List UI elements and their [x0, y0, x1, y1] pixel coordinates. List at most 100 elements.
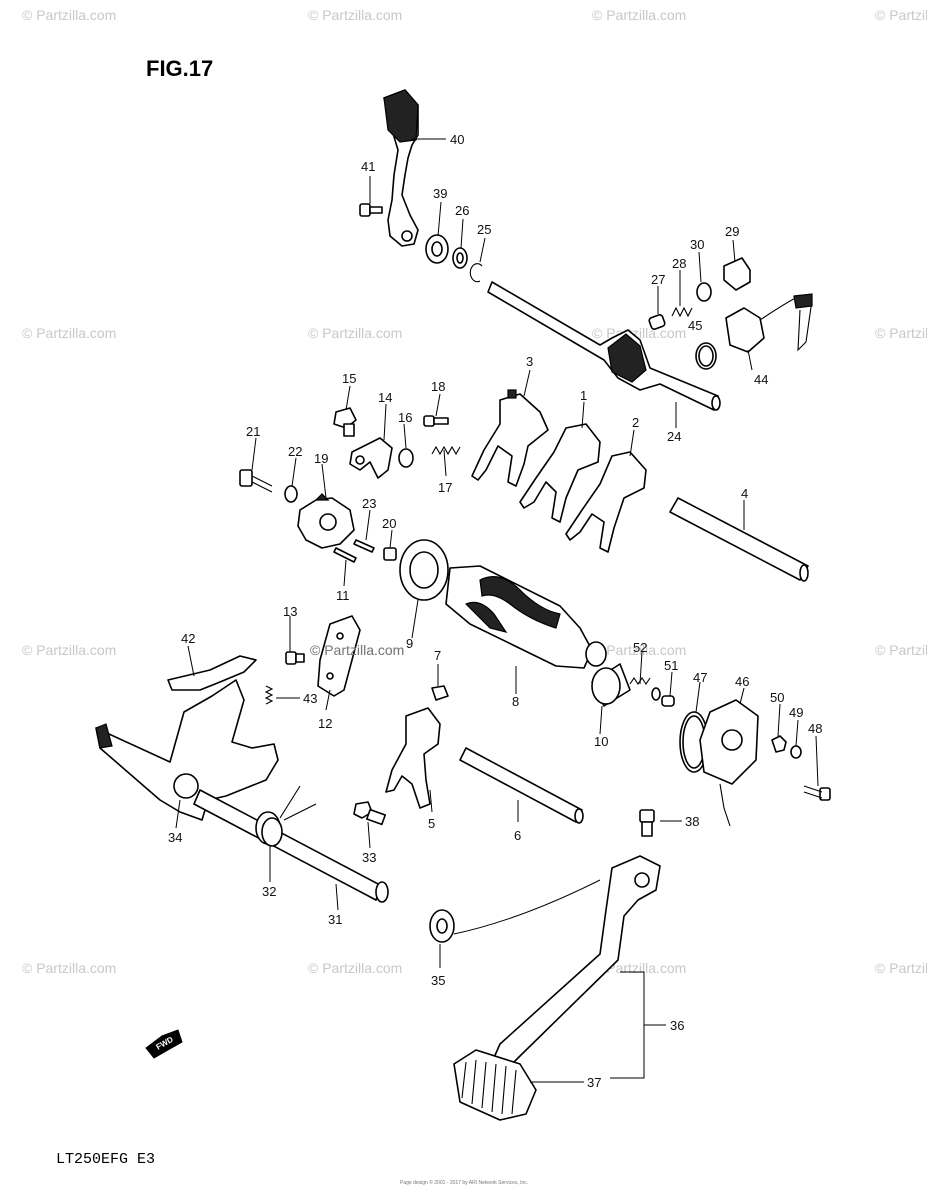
part-39-bearing: [425, 234, 449, 264]
part-27-plunger: [648, 314, 666, 330]
watermark: © Partzilla.com: [310, 642, 404, 658]
part-26-washer: [452, 247, 468, 269]
callout-5: 5: [428, 816, 435, 831]
part-14-stopper: [349, 437, 393, 479]
watermark: © Partzilla.com: [592, 960, 686, 976]
callout-45: 45: [688, 318, 702, 333]
part-32-spring: [255, 785, 317, 847]
part-21-bolt: [239, 469, 273, 493]
part-29-plug: [723, 257, 751, 291]
part-19-star-cam: [297, 493, 355, 549]
part-42-lever: [167, 655, 257, 691]
callout-51: 51: [664, 658, 678, 673]
part-4-fork-shaft: [669, 497, 809, 582]
part-43-spring: [264, 685, 274, 705]
callout-36: 36: [670, 1018, 684, 1033]
callout-1: 1: [580, 388, 587, 403]
watermark: © Partzilla.com: [875, 7, 927, 23]
callout-35: 35: [431, 973, 445, 988]
callout-17: 17: [438, 480, 452, 495]
callout-16: 16: [398, 410, 412, 425]
watermark: © Partzilla.com: [875, 960, 927, 976]
part-18-bolt: [423, 415, 449, 427]
part-22-washer: [284, 485, 298, 503]
part-5-shift-fork: [385, 707, 441, 809]
watermark: © Partzilla.com: [875, 642, 927, 658]
callout-33: 33: [362, 850, 376, 865]
part-11-pin: [333, 547, 357, 563]
part-50-nut: [771, 735, 787, 753]
callout-6: 6: [514, 828, 521, 843]
watermark: © Partzilla.com: [592, 7, 686, 23]
callout-numbers: 1 2 3 4 5 6 7 8 9 10 11 12 13 14 15 16 1…: [168, 132, 822, 1090]
callout-30: 30: [690, 237, 704, 252]
fwd-arrow-icon: FWD: [145, 1029, 183, 1059]
callout-28: 28: [672, 256, 686, 271]
watermark: © Partzilla.com: [22, 7, 116, 23]
callout-42: 42: [181, 631, 195, 646]
part-12-plate: [317, 615, 361, 697]
part-37-pedal-rubber: [453, 1049, 537, 1121]
callout-44: 44: [754, 372, 768, 387]
part-45-o-ring: [695, 342, 717, 370]
part-16-washer: [398, 448, 414, 468]
part-17-spring: [431, 445, 461, 456]
callout-4: 4: [741, 486, 748, 501]
callout-25: 25: [477, 222, 491, 237]
callout-20: 20: [382, 516, 396, 531]
part-33-bolt: [353, 801, 387, 826]
part-9-bearing: [399, 539, 449, 601]
part-1-shift-fork: [519, 423, 601, 523]
callout-15: 15: [342, 371, 356, 386]
callout-41: 41: [361, 159, 375, 174]
callout-24: 24: [667, 429, 681, 444]
part-35-bushing: [429, 909, 455, 943]
part-10-bearing: [591, 663, 631, 707]
callout-39: 39: [433, 186, 447, 201]
callout-23: 23: [362, 496, 376, 511]
part-49-washer: [790, 745, 802, 759]
figure-title: FIG.17: [146, 56, 213, 81]
part-24-shaft: [487, 281, 721, 411]
watermark: © Partzilla.com: [308, 960, 402, 976]
part-7-pin: [431, 685, 449, 701]
part-6-fork-shaft: [459, 747, 584, 824]
callout-11: 11: [336, 588, 350, 603]
callout-38: 38: [685, 814, 699, 829]
part-31-shaft: [193, 789, 389, 903]
watermark: © Partzilla.com: [308, 325, 402, 341]
callout-48: 48: [808, 721, 822, 736]
watermark: © Partzilla.com: [22, 960, 116, 976]
callout-22: 22: [288, 444, 302, 459]
part-2-shift-fork: [565, 451, 647, 553]
callout-8: 8: [512, 694, 519, 709]
callout-14: 14: [378, 390, 392, 405]
callout-19: 19: [314, 451, 328, 466]
part-46-cover: [699, 699, 759, 827]
callout-49: 49: [789, 705, 803, 720]
callout-29: 29: [725, 224, 739, 239]
callout-9: 9: [406, 636, 413, 651]
callout-3: 3: [526, 354, 533, 369]
callout-10: 10: [594, 734, 608, 749]
callout-26: 26: [455, 203, 469, 218]
watermark: © Partzilla.com: [22, 325, 116, 341]
part-23-pin: [353, 539, 375, 553]
part-15-bolt: [333, 407, 357, 437]
callout-52: 52: [633, 640, 647, 655]
part-40-shift-arm: [383, 89, 419, 247]
callout-34: 34: [168, 830, 182, 845]
callout-21: 21: [246, 424, 260, 439]
callout-31: 31: [328, 912, 342, 927]
callout-7: 7: [434, 648, 441, 663]
footer-copyright: Page design © 2001 - 2017 by ARI Network…: [400, 1179, 528, 1186]
model-code: LT250EFG E3: [56, 1151, 155, 1168]
callout-27: 27: [651, 272, 665, 287]
part-34-shift-arm: [95, 679, 279, 821]
part-36-gear-pedal: [491, 855, 661, 1071]
watermark: © Partzilla.com: [592, 642, 686, 658]
part-8-shift-cam: [445, 565, 607, 669]
leader-lines: [175, 138, 819, 1083]
callout-13: 13: [283, 604, 297, 619]
